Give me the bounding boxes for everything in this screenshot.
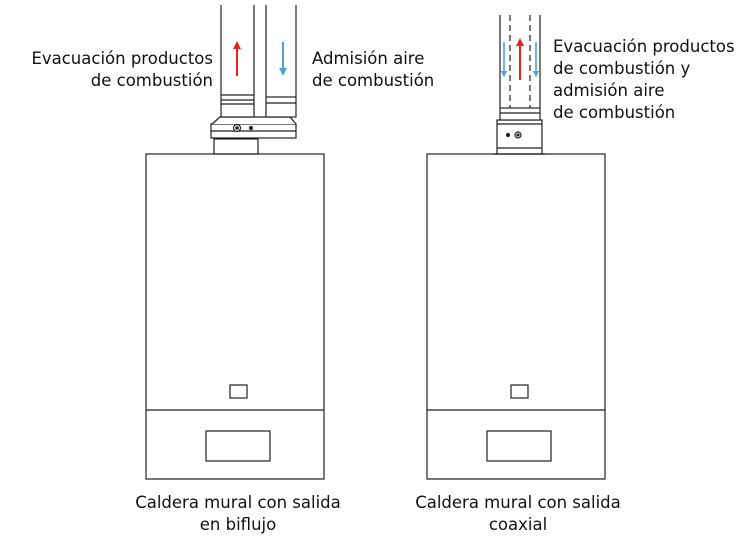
combined-flow-label: Evacuación productos de combustión y adm… <box>553 36 735 124</box>
coaxial-boiler <box>426 15 606 480</box>
control-display <box>510 384 529 399</box>
coaxial-caption-line: coaxial <box>488 515 548 534</box>
control-display <box>229 384 248 399</box>
coaxial-caption-line: Caldera mural con salida <box>415 493 621 512</box>
flue-collar <box>213 138 259 155</box>
combined-flow-label-line: de combustión y <box>553 59 691 78</box>
combined-flow-label-line: admisión aire <box>553 81 665 100</box>
biflow-boiler <box>145 5 325 480</box>
exhaust-label-line: Evacuación productos <box>31 49 213 68</box>
intake-label: Admisión aire de combustión <box>312 48 434 92</box>
biflow-caption-line: Caldera mural con salida <box>135 493 341 512</box>
coaxial-caption: Caldera mural con salida coaxial <box>398 492 638 536</box>
control-panel <box>205 430 271 462</box>
boiler-body <box>426 153 606 480</box>
exhaust-label-line: de combustión <box>90 71 213 90</box>
combined-flow-label-line: Evacuación productos <box>553 37 735 56</box>
biflow-caption-line: en biflujo <box>199 515 277 534</box>
intake-label-line: de combustión <box>312 71 435 90</box>
exhaust-label: Evacuación productos de combustión <box>31 48 213 92</box>
combined-flow-label-line: de combustión <box>553 103 676 122</box>
intake-pipe-connector <box>265 96 297 118</box>
biflow-caption: Caldera mural con salida en biflujo <box>118 492 358 536</box>
boiler-body <box>145 153 325 480</box>
control-panel <box>486 430 552 462</box>
exhaust-pipe-connector <box>220 94 255 118</box>
intake-label-line: Admisión aire <box>312 49 425 68</box>
